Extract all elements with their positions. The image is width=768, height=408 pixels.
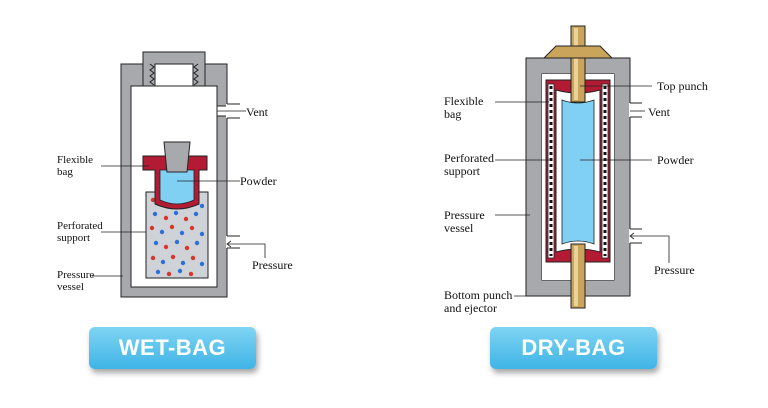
dry-bag-pressure-vessel-label: Pressure	[444, 208, 485, 222]
wet-bag-cap-threads	[149, 63, 199, 86]
wet-bag-pressure-label: Pressure	[252, 258, 293, 272]
dry-bag-button[interactable]: DRY-BAG	[490, 327, 657, 369]
dry-bag-pressure-vessel-label-2: vessel	[444, 221, 474, 235]
dry-bag-perforated-support-label-2: support	[444, 164, 480, 178]
dry-bag-pressure-label: Pressure	[654, 263, 695, 277]
dry-bag-top-punch-label: Top punch	[657, 79, 708, 93]
wet-bag-perforated-support-label-2: support	[57, 232, 90, 244]
wet-bag-illustration	[92, 51, 266, 298]
dry-bag-illustration	[495, 25, 670, 309]
dry-bag-top-punch-flange	[542, 45, 614, 59]
wet-bag-pressure-vessel-label-2: vessel	[57, 281, 84, 293]
wet-bag-perforated-support-label: Perforated	[57, 220, 103, 232]
wet-bag-button[interactable]: WET-BAG	[89, 327, 256, 369]
wet-bag-flexible-bag-label: Flexible	[57, 154, 94, 166]
wet-bag-vent-label: Vent	[246, 105, 268, 119]
dry-bag-bottom-punch-label-2: and ejector	[444, 301, 497, 315]
wet-bag-flexible-bag-label-2: bag	[57, 166, 73, 178]
dry-bag-perforated-support-label: Perforated	[444, 151, 494, 165]
dry-bag-powder-label: Powder	[657, 153, 694, 167]
dry-bag-vent-label: Vent	[648, 105, 670, 119]
wet-bag-powder	[159, 169, 195, 205]
dry-bag-flexible-bag-label: Flexible	[444, 94, 484, 108]
dry-bag-powder	[561, 99, 595, 245]
dry-bag-bottom-punch-label: Bottom punch	[444, 288, 513, 302]
wet-bag-pressure-vessel-label: Pressure	[57, 269, 95, 281]
wet-bag-plug	[163, 141, 191, 173]
dry-bag-flexible-bag-label-2: bag	[444, 107, 462, 121]
wet-bag-powder-label: Powder	[240, 174, 277, 188]
